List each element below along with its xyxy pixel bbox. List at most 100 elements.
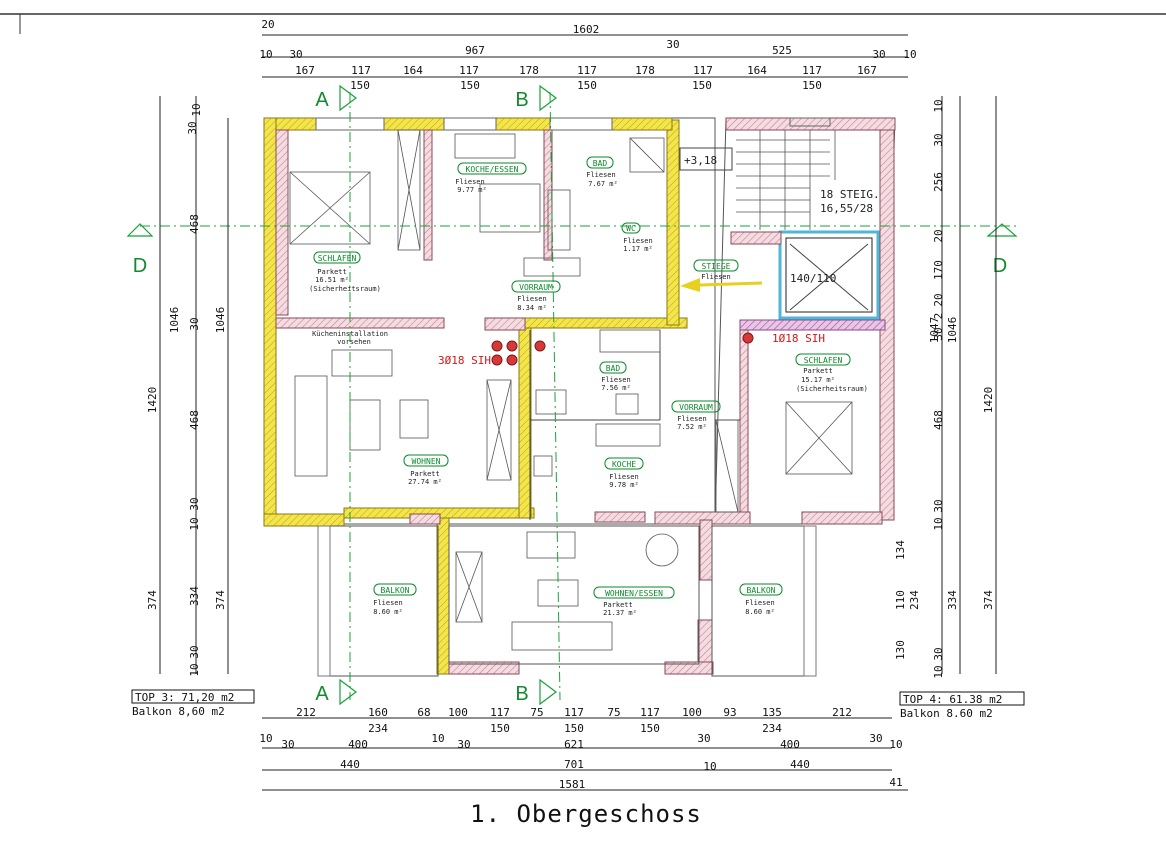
room-labels: SCHLAFEN Parkett 16.51 m² (Sicherheitsra… xyxy=(309,156,868,617)
dim: 178 xyxy=(519,64,539,77)
dim: 150 xyxy=(460,79,480,92)
svg-text:Fliesen: Fliesen xyxy=(677,415,707,423)
section-marker-a-top: A xyxy=(315,89,329,111)
room-balkon-left: BALKON Fliesen 8.60 m² xyxy=(373,583,417,616)
dim: 967 xyxy=(465,44,485,57)
dim: 178 xyxy=(635,64,655,77)
dim: 164 xyxy=(403,64,423,77)
dim: 400 xyxy=(780,738,800,751)
note-kitchen-install: Kücheninstallation xyxy=(312,330,388,338)
dim: 30 xyxy=(869,732,882,745)
dim: 117 xyxy=(640,706,660,719)
dim: 1046 xyxy=(946,317,959,344)
top4-area: TOP 4: 61.38 m2 xyxy=(903,693,1002,706)
dim: 212 xyxy=(296,706,316,719)
svg-text:(Sicherheitsraum): (Sicherheitsraum) xyxy=(796,385,868,393)
svg-text:Fliesen: Fliesen xyxy=(623,237,653,245)
dim: 2 xyxy=(932,313,945,320)
dim: 30 xyxy=(697,732,710,745)
dim: 20 xyxy=(932,229,945,242)
svg-text:BAD: BAD xyxy=(606,364,621,373)
dim: 160 xyxy=(368,706,388,719)
note-sih-left: 3Ø18 SIH xyxy=(438,354,491,367)
dim: 468 xyxy=(188,214,201,234)
dim: 10 xyxy=(188,663,201,676)
dim: 1420 xyxy=(982,387,995,414)
dim: 117 xyxy=(802,64,822,77)
dim: 117 xyxy=(693,64,713,77)
svg-text:16.51 m²: 16.51 m² xyxy=(315,276,349,284)
dim: 30 xyxy=(932,133,945,146)
dim: 468 xyxy=(932,410,945,430)
svg-text:WC: WC xyxy=(626,224,636,233)
dim: 30 xyxy=(457,738,470,751)
dim: 30 xyxy=(872,48,885,61)
dim: 1420 xyxy=(146,387,159,414)
dim: 234 xyxy=(368,722,388,735)
svg-text:1.17 m²: 1.17 m² xyxy=(623,245,653,253)
dim: 30 xyxy=(666,38,679,51)
svg-text:9.77 m²: 9.77 m² xyxy=(457,186,487,194)
dim: 10 xyxy=(703,760,716,773)
svg-text:Fliesen: Fliesen xyxy=(517,295,547,303)
svg-text:Fliesen: Fliesen xyxy=(601,376,631,384)
svg-text:7.52 m²: 7.52 m² xyxy=(677,423,707,431)
dim: 30 xyxy=(188,645,201,658)
dim: 75 xyxy=(607,706,620,719)
top4-balkon: Balkon 8.60 m2 xyxy=(900,707,993,720)
dim: 10 xyxy=(190,103,203,116)
svg-text:9.78 m²: 9.78 m² xyxy=(609,481,639,489)
dim: 10 xyxy=(932,665,945,678)
dim: 1046 xyxy=(214,307,227,334)
dim: 100 xyxy=(682,706,702,719)
right-dimensions: 10 30 256 20 170 20 2 30 468 30 10 134 1… xyxy=(894,96,997,679)
svg-text:8.60 m²: 8.60 m² xyxy=(373,608,403,616)
dim: 117 xyxy=(564,706,584,719)
dim: 30 xyxy=(932,327,945,340)
dim: 10 xyxy=(932,517,945,530)
dim: 150 xyxy=(490,722,510,735)
dim: 701 xyxy=(564,758,584,771)
svg-text:Parkett: Parkett xyxy=(603,601,633,609)
svg-text:KOCHE: KOCHE xyxy=(612,460,636,469)
svg-text:21.37 m²: 21.37 m² xyxy=(603,609,637,617)
svg-text:Fliesen: Fliesen xyxy=(586,171,616,179)
svg-text:WOHNEN/ESSEN: WOHNEN/ESSEN xyxy=(605,589,663,598)
top-dimensions: 1602 20 10 30 967 30 525 30 10 167 117 1… xyxy=(259,18,916,92)
dim: 150 xyxy=(692,79,712,92)
svg-text:Parkett: Parkett xyxy=(803,367,833,375)
dim: 93 xyxy=(723,706,736,719)
top3-balkon: Balkon 8,60 m2 xyxy=(132,705,225,718)
room-schlafen-right: SCHLAFEN Parkett 15.17 m² (Sicherheitsra… xyxy=(795,353,868,393)
dim: 150 xyxy=(564,722,584,735)
room-wohnen-left: WOHNEN Parkett 27.74 m² xyxy=(403,454,449,486)
svg-text:7.56 m²: 7.56 m² xyxy=(601,384,631,392)
building xyxy=(263,117,896,677)
dim: 30 xyxy=(188,317,201,330)
dim: 75 xyxy=(530,706,543,719)
dim: 10 xyxy=(889,738,902,751)
room-bad-mid: BAD Fliesen 7.56 m² xyxy=(599,361,631,392)
dim: 30 xyxy=(281,738,294,751)
room-vorraum-top: VORRAUM Fliesen 8.34 m² xyxy=(511,280,561,312)
dim: 167 xyxy=(857,64,877,77)
svg-text:7.67 m²: 7.67 m² xyxy=(588,180,618,188)
dim: 68 xyxy=(417,706,430,719)
room-koche: KOCHE Fliesen 9.78 m² xyxy=(604,457,644,489)
svg-text:(Sicherheitsraum): (Sicherheitsraum) xyxy=(309,285,381,293)
dim: 10 xyxy=(259,732,272,745)
svg-text:Parkett: Parkett xyxy=(317,268,347,276)
svg-text:27.74 m²: 27.74 m² xyxy=(408,478,442,486)
svg-text:SCHLAFEN: SCHLAFEN xyxy=(318,254,357,263)
dim-bottom-total: 1581 xyxy=(559,778,586,791)
dim: 10 xyxy=(188,517,201,530)
dim: 20 xyxy=(932,293,945,306)
svg-text:Parkett: Parkett xyxy=(410,470,440,478)
dim: 1046 xyxy=(168,307,181,334)
dim: 150 xyxy=(640,722,660,735)
dim-top-total: 1602 xyxy=(573,23,600,36)
dim: 212 xyxy=(832,706,852,719)
room-schlafen-left: SCHLAFEN Parkett 16.51 m² (Sicherheitsra… xyxy=(309,251,381,293)
section-marker-d-right: D xyxy=(993,255,1007,277)
